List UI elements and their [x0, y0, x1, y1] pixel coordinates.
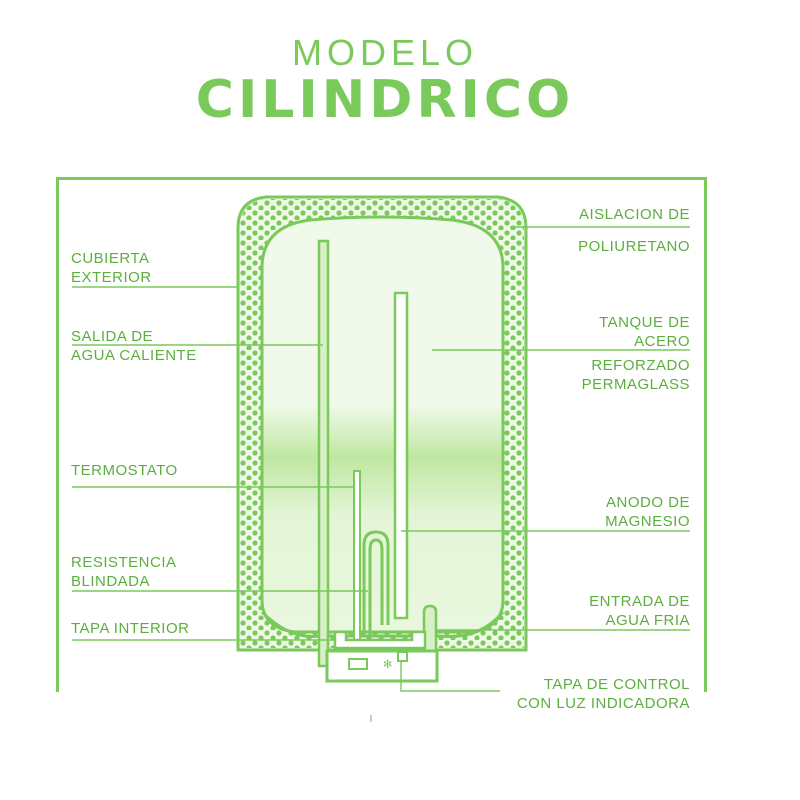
- title-cilindrico: CILINDRICO: [195, 70, 575, 130]
- leader-lines-left: [72, 286, 368, 641]
- inner-lid: [333, 630, 427, 650]
- label-entrada-agua-fria: ENTRADA DE AGUA FRIA: [589, 593, 690, 629]
- label-anodo-magnesio: ANODO DE MAGNESIO: [605, 494, 690, 530]
- leader-lines-right: [400, 226, 690, 692]
- label-tanque-acero: TANQUE DE ACERO REFORZADO PERMAGLASS: [581, 314, 690, 393]
- cold-water-inlet: [422, 604, 438, 664]
- indicator-light: [397, 651, 408, 662]
- label-tapa-control: TAPA DE CONTROL CON LUZ INDICADORA: [516, 676, 690, 712]
- snowflake-icon: ✻: [383, 658, 392, 671]
- label-tapa-interior: TAPA INTERIOR: [71, 620, 190, 637]
- heating-element: [362, 530, 390, 635]
- diagram-frame: [56, 177, 707, 692]
- label-cubierta-exterior: CUBIERTA EXTERIOR: [71, 250, 152, 286]
- control-cover: [325, 649, 439, 683]
- title-modelo: MODELO: [291, 32, 479, 73]
- control-knob: [348, 658, 368, 670]
- magnesium-anode: [393, 291, 409, 620]
- label-termostato: TERMOSTATO: [71, 462, 178, 479]
- label-resistencia-blindada: RESISTENCIA BLINDADA: [71, 554, 177, 590]
- label-aislacion-poliuretano: AISLACION DE POLIURETANO: [578, 206, 690, 255]
- thermostat-rod: [353, 470, 361, 642]
- tank-base: [260, 610, 505, 638]
- hot-water-pipe: [317, 239, 330, 668]
- label-salida-agua-caliente: SALIDA DE AGUA CALIENTE: [71, 328, 197, 364]
